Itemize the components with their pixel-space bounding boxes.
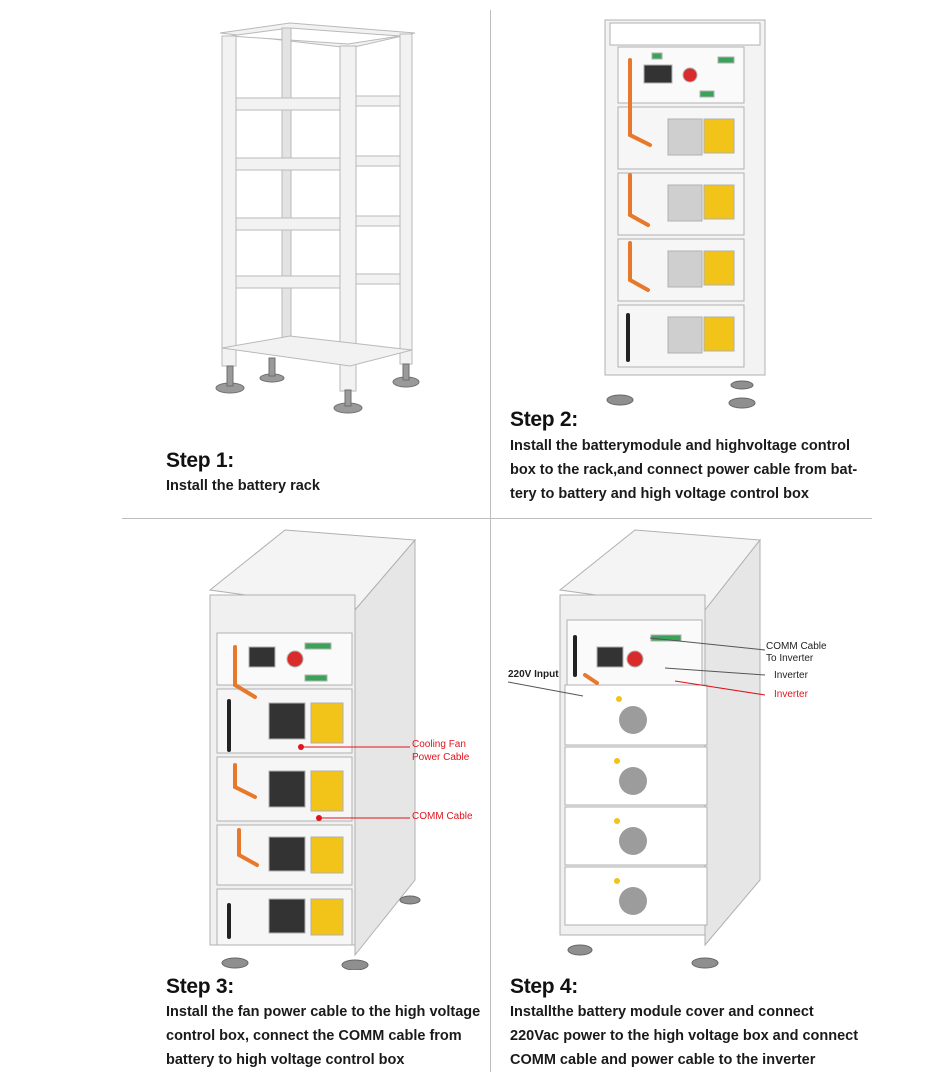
step-4-line-1: Installthe battery module cover and conn…: [510, 1004, 814, 1020]
step-1-title: Step 1:: [166, 449, 234, 472]
vertical-divider: [490, 10, 491, 1072]
empty-battery-rack-illustration: [215, 22, 420, 414]
step-2-line-1: Install the batterymodule and highvoltag…: [510, 438, 850, 454]
step-2-title: Step 2:: [510, 408, 578, 431]
comm-to-inverter-line-2: To Inverter: [766, 653, 814, 664]
rack-cable-connection-illustration: [208, 529, 421, 970]
step-4-line-2: 220Vac power to the high voltage box and…: [510, 1028, 859, 1044]
step-3-title: Step 3:: [166, 975, 234, 998]
comm-to-inverter-callout: COMM Cable To Inverter: [766, 641, 827, 665]
step-3-description: Install the fan power cable to the high …: [166, 1000, 480, 1072]
step-2-description: Install the batterymodule and highvoltag…: [510, 434, 857, 506]
inverter-power-callout: Inverter: [774, 689, 808, 700]
cooling-fan-callout-line-1: Cooling Fan: [412, 739, 466, 750]
rack-with-covers-illustration: [558, 529, 766, 969]
input-220v-callout: 220V Input: [508, 669, 559, 680]
step-2-line-3: tery to battery and high voltage control…: [510, 486, 809, 502]
cooling-fan-callout: Cooling Fan Power Cable: [412, 738, 469, 764]
horizontal-divider: [122, 518, 872, 519]
cooling-fan-callout-line-2: Power Cable: [412, 752, 470, 763]
step-2-line-2: box to the rack,and connect power cable …: [510, 462, 858, 478]
step-4-title: Step 4:: [510, 975, 578, 998]
step-3-line-2: control box, connect the COMM cable from: [166, 1028, 462, 1044]
comm-to-inverter-line-1: COMM Cable: [766, 641, 827, 652]
step-4-description: Installthe battery module cover and conn…: [510, 1000, 858, 1072]
step-3-line-3: battery to high voltage control box: [166, 1052, 405, 1068]
step-4-line-3: COMM cable and power cable to the invert…: [510, 1052, 816, 1068]
comm-cable-callout: COMM Cable: [412, 811, 473, 822]
inverter-comm-callout: Inverter: [774, 670, 808, 681]
input-220v-leader-line: [508, 681, 584, 697]
step-1-line-1: Install the battery rack: [166, 478, 320, 494]
step-1-description: Install the battery rack: [166, 474, 320, 498]
rack-with-battery-modules-illustration: [604, 19, 766, 409]
step-3-line-1: Install the fan power cable to the high …: [166, 1004, 481, 1020]
